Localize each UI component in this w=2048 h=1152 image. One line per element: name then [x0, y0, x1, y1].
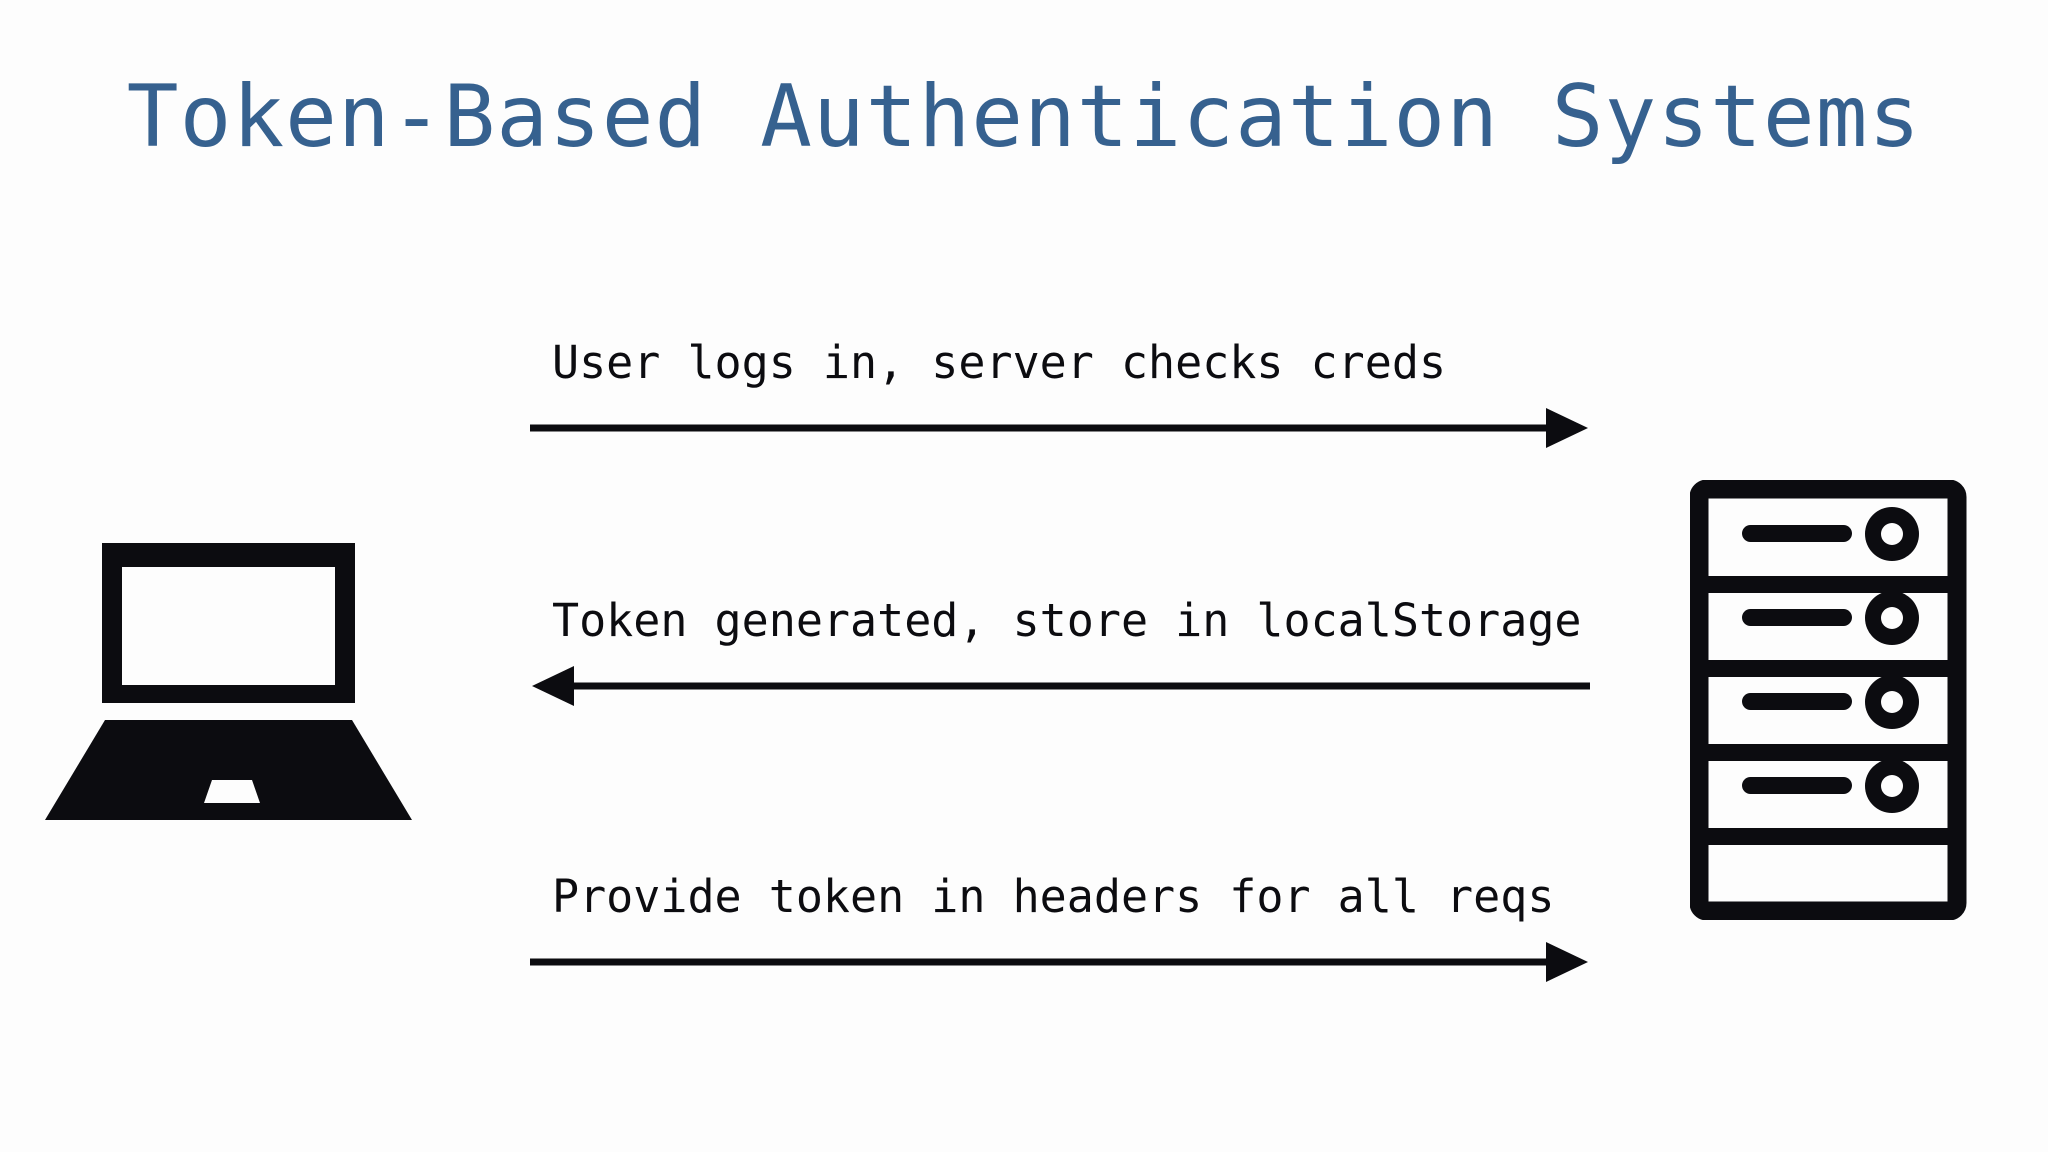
flow-row-3: Provide token in headers for all reqs: [530, 864, 1590, 1004]
page-title: Token-Based Authentication Systems: [126, 67, 1922, 167]
server-node: Server: [1689, 479, 1990, 921]
flow-label-3: Provide token in headers for all reqs: [552, 870, 1555, 923]
laptop-icon: [45, 543, 412, 820]
flow-arrow-3-right: [530, 942, 1588, 982]
flow-row-2: Token generated, store in localStorage: [530, 588, 1590, 728]
flow-label-2: Token generated, store in localStorage: [552, 594, 1582, 647]
server-rack-icon: [1689, 479, 1967, 921]
client-node: Client: [40, 535, 480, 875]
flow-label-1: User logs in, server checks creds: [552, 336, 1447, 389]
flow-arrow-2-left: [532, 666, 1590, 706]
flow-arrow-1-right: [530, 408, 1588, 448]
flow-row-1: User logs in, server checks creds: [530, 330, 1590, 470]
